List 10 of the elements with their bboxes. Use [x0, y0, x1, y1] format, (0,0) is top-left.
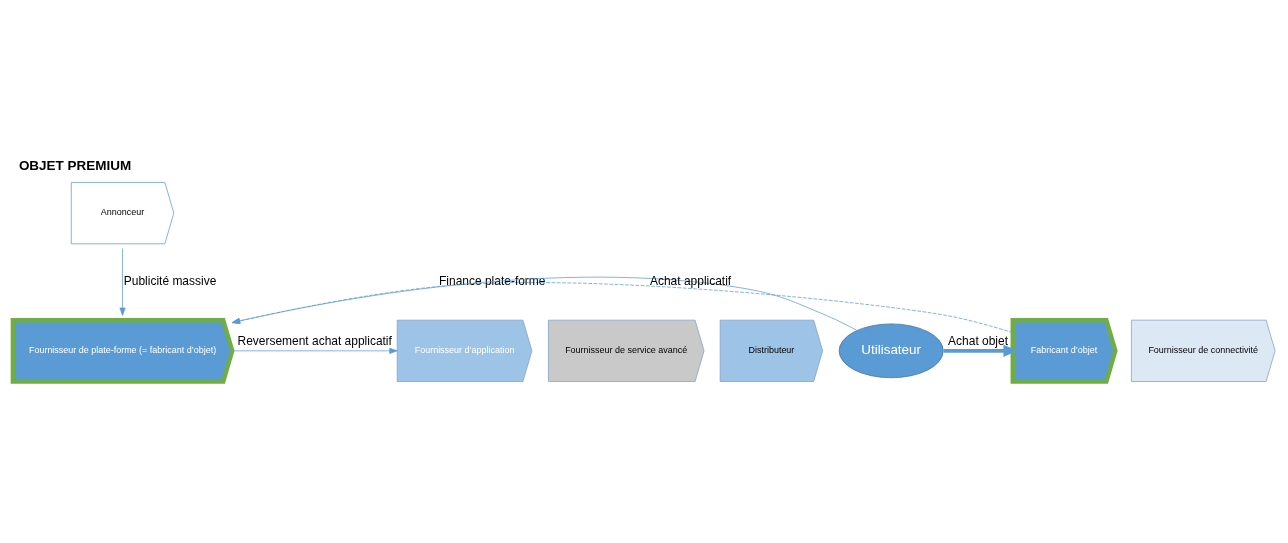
edge-label: Reversement achat applicatif [237, 333, 392, 348]
arrow [943, 344, 1018, 357]
edge-label: Achat applicatif [650, 273, 732, 288]
edge-label: Achat objet [948, 333, 1009, 348]
edge-label: Publicité massive [123, 273, 217, 288]
diagram-title: OBJET PREMIUM [18, 158, 132, 174]
arrow [119, 248, 126, 316]
node-ellipse: Utilisateur [838, 323, 944, 379]
edge-label: Finance plate-forme [439, 273, 546, 288]
arrow [232, 347, 398, 354]
